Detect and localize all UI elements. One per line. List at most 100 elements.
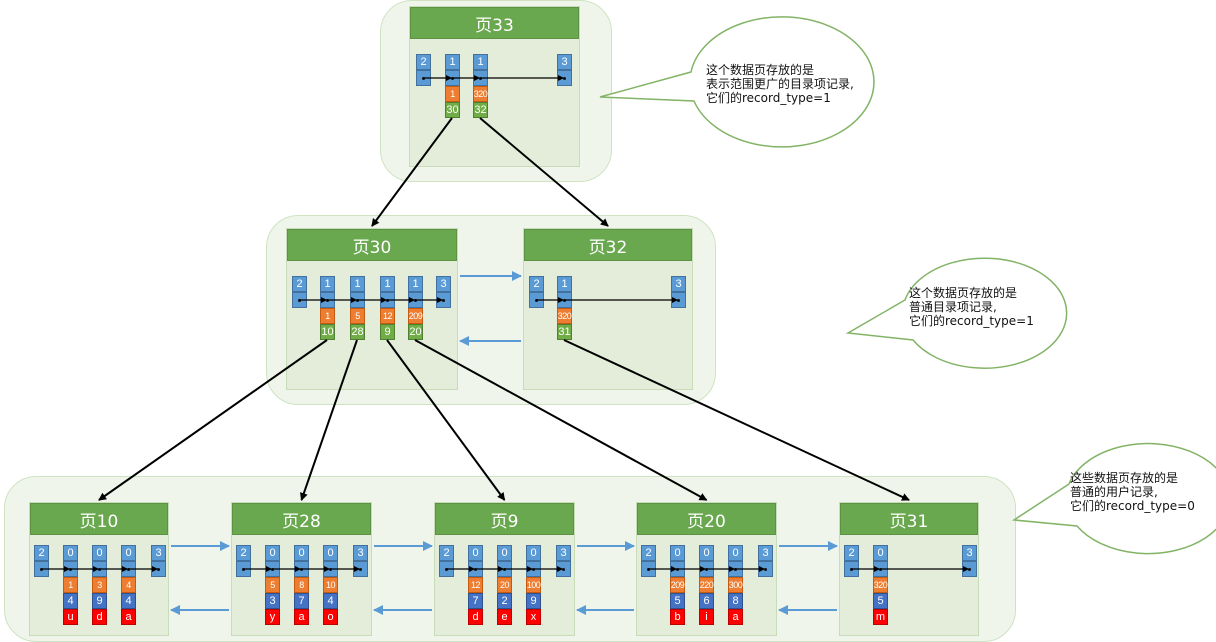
callout-line: 这个数据页存放的是 (909, 286, 1018, 300)
record-type-cell: 0 (294, 545, 309, 561)
supremum-type-cell: 3 (556, 545, 571, 561)
supremum-pointer (151, 561, 166, 577)
min-key-cell: 1 (445, 86, 460, 102)
supremum-pointer (557, 70, 572, 86)
pointer-dot-icon (300, 567, 303, 571)
infimum-type-cell: 2 (844, 545, 859, 561)
column3-cell: i (699, 609, 714, 625)
record-type-cell: 0 (873, 545, 888, 561)
child-page-no-cell: 31 (557, 324, 572, 340)
next-record-pointer (294, 561, 309, 577)
record-type-cell: 0 (468, 545, 483, 561)
next-record-pointer (445, 70, 460, 86)
infimum-type-cell: 2 (34, 545, 49, 561)
column2-cell: 7 (294, 593, 309, 609)
supremum-pointer (962, 561, 977, 577)
column2-cell: 3 (265, 593, 280, 609)
page-30: 页30 (286, 228, 458, 390)
supremum-type-cell: 3 (557, 54, 572, 70)
column1-cell: 20 (497, 577, 512, 593)
next-record-pointer (728, 561, 743, 577)
min-key-cell: 209 (408, 308, 423, 324)
column1-cell: 209 (670, 577, 685, 593)
pointer-dot-icon (474, 567, 477, 571)
column3-cell: a (294, 609, 309, 625)
column2-cell: 9 (526, 593, 541, 609)
pointer-dot-icon (157, 567, 160, 571)
record-type-cell: 1 (350, 276, 365, 292)
record-type-cell: 0 (92, 545, 107, 561)
supremum-pointer (671, 292, 686, 308)
infimum-next-pointer (236, 561, 251, 577)
pointer-dot-icon (298, 298, 301, 302)
supremum-pointer (556, 561, 571, 577)
column1-cell: 12 (468, 577, 483, 593)
min-key-cell: 320 (557, 308, 572, 324)
record-type-cell: 0 (699, 545, 714, 561)
column3-cell: d (468, 609, 483, 625)
pointer-dot-icon (535, 298, 538, 302)
supremum-type-cell: 3 (758, 545, 773, 561)
child-page-no-cell: 20 (408, 324, 423, 340)
infimum-type-cell: 2 (529, 276, 544, 292)
pointer-dot-icon (445, 567, 448, 571)
next-record-pointer (473, 70, 488, 86)
callout-line: 这些数据页存放的是 (1070, 471, 1179, 485)
next-record-pointer (323, 561, 338, 577)
page-title: 页31 (840, 503, 978, 535)
record-type-cell: 1 (408, 276, 423, 292)
pointer-dot-icon (356, 298, 359, 302)
infimum-next-pointer (439, 561, 454, 577)
column2-cell: 8 (728, 593, 743, 609)
pointer-dot-icon (442, 298, 445, 302)
pointer-dot-icon (127, 567, 130, 571)
infimum-type-cell: 2 (439, 545, 454, 561)
pointer-dot-icon (359, 567, 362, 571)
next-record-pointer (121, 561, 136, 577)
next-record-pointer (320, 292, 335, 308)
callout-line: 它们的record_type=1 (909, 314, 1034, 328)
page-title: 页33 (410, 7, 579, 39)
child-page-no-cell: 28 (350, 324, 365, 340)
callout-line: 这个数据页存放的是 (706, 63, 815, 77)
next-record-pointer (380, 292, 395, 308)
next-record-pointer (526, 561, 541, 577)
supremum-type-cell: 3 (962, 545, 977, 561)
column2-cell: 5 (670, 593, 685, 609)
infimum-next-pointer (529, 292, 544, 308)
column2-cell: 2 (497, 593, 512, 609)
pointer-dot-icon (451, 76, 454, 80)
infimum-type-cell: 2 (236, 545, 251, 561)
next-record-pointer (408, 292, 423, 308)
record-type-cell: 1 (557, 276, 572, 292)
column3-cell: a (121, 609, 136, 625)
pointer-dot-icon (563, 76, 566, 80)
pointer-dot-icon (562, 567, 565, 571)
supremum-type-cell: 3 (353, 545, 368, 561)
pointer-dot-icon (479, 76, 482, 80)
page-33: 页33 (409, 6, 580, 167)
page-32: 页32 (523, 228, 693, 390)
pointer-dot-icon (242, 567, 245, 571)
record-type-cell: 1 (380, 276, 395, 292)
pointer-dot-icon (40, 567, 43, 571)
callout-line: 普通的用户记录, (1070, 485, 1158, 499)
infimum-type-cell: 2 (641, 545, 656, 561)
next-record-pointer (699, 561, 714, 577)
pointer-dot-icon (764, 567, 767, 571)
column2-cell: 5 (873, 593, 888, 609)
infimum-next-pointer (34, 561, 49, 577)
column3-cell: m (873, 609, 888, 625)
next-record-pointer (468, 561, 483, 577)
pointer-dot-icon (532, 567, 535, 571)
record-type-cell: 0 (265, 545, 280, 561)
record-type-cell: 1 (320, 276, 335, 292)
column1-cell: 220 (699, 577, 714, 593)
pointer-dot-icon (503, 567, 506, 571)
page-title: 页28 (232, 503, 371, 535)
column1-cell: 8 (294, 577, 309, 593)
next-record-pointer (670, 561, 685, 577)
pointer-dot-icon (879, 567, 882, 571)
callout-line: 它们的record_type=0 (1070, 499, 1195, 513)
record-type-cell: 0 (728, 545, 743, 561)
